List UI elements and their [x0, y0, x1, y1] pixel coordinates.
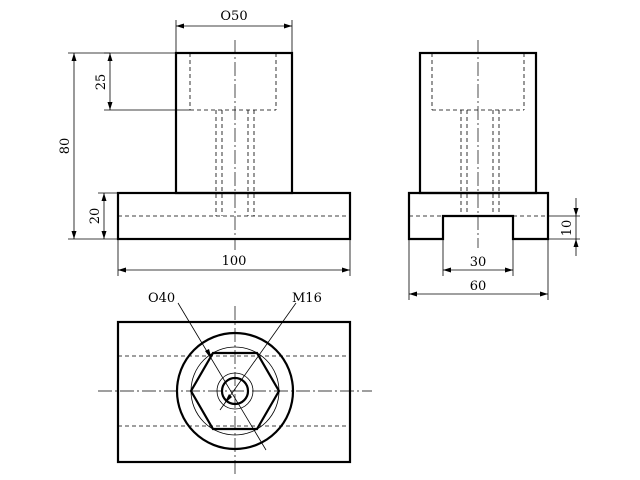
- side-view: 10 30 60: [407, 40, 580, 300]
- dim-thread: M16: [219, 291, 322, 411]
- dim-side-width: 60: [408, 239, 549, 300]
- dim-top-diameter-text: O50: [220, 9, 247, 24]
- side-thread-hidden: [460, 110, 500, 216]
- dim-slot-width-text: 30: [470, 255, 487, 270]
- top-base-outline: [116, 320, 352, 464]
- dim-top-diameter: O50: [175, 9, 293, 53]
- dim-base-length-text: 100: [222, 254, 247, 269]
- front-cylinder-outline: [174, 51, 294, 195]
- dim-base-height-text: 20: [88, 208, 103, 225]
- dim-bore-diameter: O40: [148, 291, 267, 451]
- dim-slot-depth: 10: [548, 198, 580, 256]
- dim-counterbore-depth: 25: [94, 52, 190, 111]
- dim-slot-width: 30: [442, 239, 514, 276]
- top-slot-hidden: [118, 355, 350, 427]
- dim-total-height: 80: [58, 52, 118, 240]
- dim-slot-depth-text: 10: [560, 220, 575, 237]
- dim-counterbore-depth-text: 25: [94, 74, 109, 91]
- dim-total-height-text: 80: [58, 138, 73, 155]
- front-view: O50 25 80 20: [58, 9, 352, 276]
- dim-base-length: 100: [117, 239, 351, 276]
- dim-bore-diameter-text: O40: [148, 291, 175, 306]
- front-counterbore-hidden: [189, 53, 277, 111]
- dim-thread-text: M16: [292, 291, 322, 306]
- dim-side-width-text: 60: [470, 279, 487, 294]
- top-view: O40 M16: [98, 291, 372, 476]
- front-thread-hidden: [215, 110, 255, 216]
- dim-base-height: 20: [88, 192, 118, 239]
